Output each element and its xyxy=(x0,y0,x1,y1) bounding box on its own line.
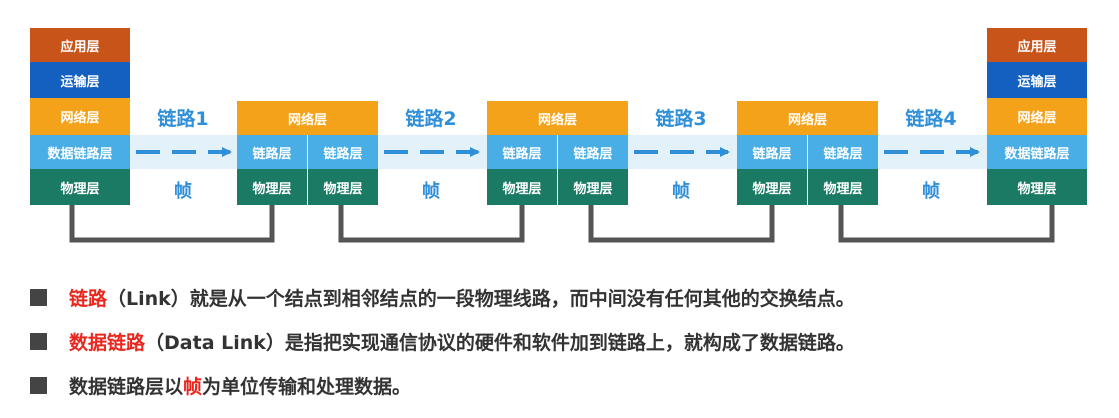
router-2-datalink-right: 链路层 xyxy=(558,135,628,169)
network-diagram: 应用层 运输层 网络层 数据链路层 物理层 网络层 链路层 链路层 物理层 物理… xyxy=(30,28,1087,243)
link-4-label: 链路4 xyxy=(905,108,957,130)
router-3-datalink-left: 链路层 xyxy=(737,135,807,169)
router-2-physical-left: 物理层 xyxy=(487,169,557,205)
left-host-network-layer: 网络层 xyxy=(30,98,130,135)
term-link: 链路 xyxy=(69,288,108,310)
right-host-physical-layer: 物理层 xyxy=(987,169,1087,205)
link-3-label: 链路3 xyxy=(655,108,707,130)
router-1-physical-right: 物理层 xyxy=(308,169,378,205)
definition-link-text: （Link）就是从一个结点到相邻结点的一段物理线路，而中间没有任何其他的交换结点… xyxy=(107,288,855,310)
frame-3-label: 帧 xyxy=(672,181,690,202)
term-frame: 帧 xyxy=(183,376,203,398)
router-3-physical-right: 物理层 xyxy=(808,169,878,205)
router-2-datalink-left: 链路层 xyxy=(487,135,557,169)
right-host-network-layer: 网络层 xyxy=(987,98,1087,135)
left-host-datalink-layer: 数据链路层 xyxy=(30,135,130,169)
router-1-datalink-right: 链路层 xyxy=(308,135,378,169)
router-1-datalink-left: 链路层 xyxy=(237,135,307,169)
definition-frame-after: 为单位传输和处理数据。 xyxy=(202,376,412,398)
left-host-transport-layer: 运输层 xyxy=(30,62,130,98)
physical-wire-4 xyxy=(838,205,1055,243)
bullet-square-icon xyxy=(30,333,47,350)
left-host-application-layer: 应用层 xyxy=(30,28,130,62)
right-host-transport-layer: 运输层 xyxy=(987,62,1087,98)
definition-frame: 数据链路层以 帧 为单位传输和处理数据。 xyxy=(30,372,411,399)
router-2-network-layer: 网络层 xyxy=(487,101,628,135)
right-host-application-layer: 应用层 xyxy=(987,28,1087,62)
router-3-datalink-right: 链路层 xyxy=(808,135,878,169)
right-host-datalink-layer: 数据链路层 xyxy=(987,135,1087,169)
frame-1-label: 帧 xyxy=(174,181,192,202)
frame-2-label: 帧 xyxy=(422,181,440,202)
definition-link: 链路 （Link）就是从一个结点到相邻结点的一段物理线路，而中间没有任何其他的交… xyxy=(30,284,855,311)
physical-wire-3 xyxy=(588,205,775,243)
definition-frame-before: 数据链路层以 xyxy=(69,376,184,398)
link-1-label: 链路1 xyxy=(157,108,209,130)
term-data-link: 数据链路 xyxy=(69,332,146,354)
connection-lines xyxy=(69,147,1055,243)
definition-data-link-text: （Data Link）是指把实现通信协议的硬件和软件加到链路上，就构成了数据链路… xyxy=(145,332,855,354)
router-1-physical-left: 物理层 xyxy=(237,169,307,205)
left-host-physical-layer: 物理层 xyxy=(30,169,130,205)
physical-wire-1 xyxy=(69,205,275,243)
router-2-physical-right: 物理层 xyxy=(558,169,628,205)
bullet-square-icon xyxy=(30,377,47,394)
link-2-label: 链路2 xyxy=(405,108,457,130)
physical-wire-2 xyxy=(338,205,525,243)
router-3-physical-left: 物理层 xyxy=(737,169,807,205)
router-1-network-layer: 网络层 xyxy=(237,101,378,135)
bullet-square-icon xyxy=(30,289,47,306)
definition-data-link: 数据链路 （Data Link）是指把实现通信协议的硬件和软件加到链路上，就构成… xyxy=(30,328,855,355)
frame-4-label: 帧 xyxy=(922,181,940,202)
router-3-network-layer: 网络层 xyxy=(737,101,878,135)
